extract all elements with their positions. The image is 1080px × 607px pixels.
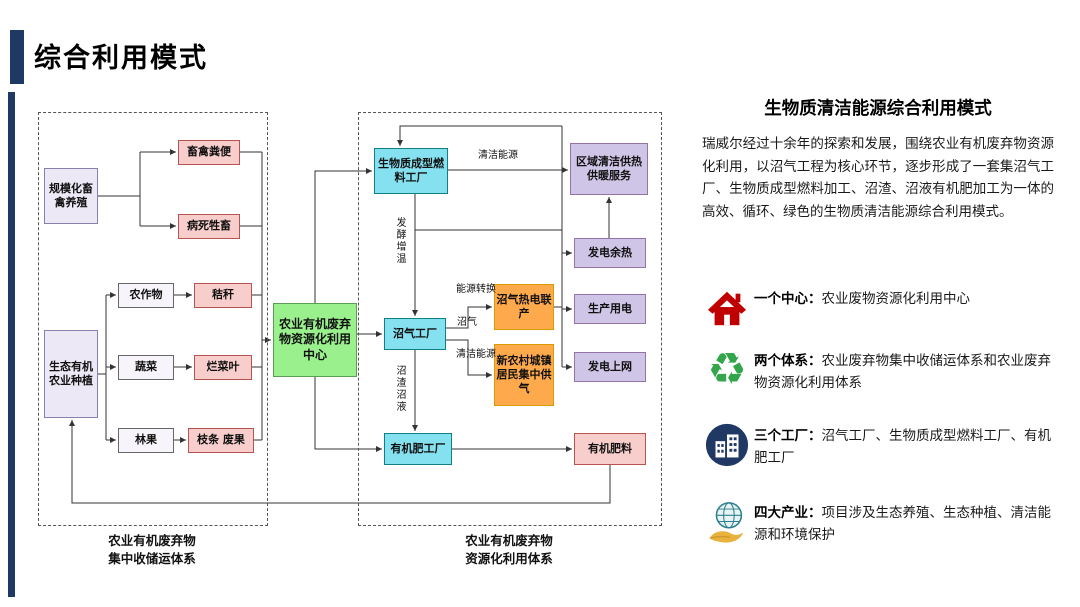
factory-icon: [700, 420, 754, 470]
node-biogas-factory: 沼气工厂: [384, 318, 446, 350]
bullet-body: 沼气工厂、生物质成型燃料工厂、有机肥工厂: [754, 428, 1051, 466]
node-organic-fertilizer: 有机肥料: [574, 433, 646, 465]
recycle-icon: ♻: [707, 344, 747, 395]
node-district-heating: 区域清洁供热供暖服务: [570, 143, 648, 195]
bullet-three-factories: 三个工厂：沼气工厂、生物质成型燃料工厂、有机肥工厂: [700, 420, 1056, 470]
bullet-two-systems: ♻ 两个体系：农业废弃物集中收储运体系和农业废弃物资源化利用体系: [700, 345, 1056, 395]
panel-title: 生物质清洁能源综合利用模式: [764, 99, 992, 119]
left-accent-strip: [8, 92, 15, 597]
bullet-text-block: 四大产业：项目涉及生态养殖、生态种植、清洁能源和环境保护: [754, 497, 1056, 546]
bullet-one-center: 一个中心：农业废物资源化利用中心: [700, 283, 1056, 333]
flow-label-clean-energy-top: 清洁能源: [478, 150, 518, 161]
info-panel: 生物质清洁能源综合利用模式 瑞威尔经过十余年的探索和发展，围绕农业有机废弃物资源…: [700, 95, 1056, 585]
node-grid-power: 发电上网: [574, 352, 646, 382]
node-rotten-leaves: 烂菜叶: [194, 355, 252, 380]
caption-collection-system: 农业有机废弃物 集中收储运体系: [108, 533, 196, 566]
bullet-lead: 一个中心：: [754, 291, 822, 307]
house-icon: [700, 283, 754, 333]
node-utilization-center: 农业有机废弃物资源化利用中心: [273, 303, 357, 377]
bullet-lead: 两个体系：: [754, 353, 822, 369]
flow-label-energy-conversion: 能源转换: [456, 284, 496, 295]
node-forest-fruit: 林果: [118, 428, 174, 453]
bullet-lead: 四大产业：: [754, 505, 822, 521]
bullet-four-industries: 四大产业：项目涉及生态养殖、生态种植、清洁能源和环境保护: [700, 497, 1056, 547]
node-branches-waste-fruit: 枝条 废果: [188, 428, 254, 453]
node-biogas-chp: 沼气热电联产: [494, 284, 554, 330]
node-rural-gas-supply: 新农村城镇居民集中供气: [494, 344, 554, 406]
page-title: 综合利用模式: [34, 43, 208, 74]
globe-hand-icon: [700, 497, 754, 547]
node-straw: 秸秆: [194, 283, 252, 308]
bullet-lead: 三个工厂：: [754, 428, 822, 444]
flow-label-biogas: 沼气: [457, 317, 477, 328]
bullet-text-block: 三个工厂：沼气工厂、生物质成型燃料工厂、有机肥工厂: [754, 420, 1056, 469]
flow-label-residue-slurry: 沼渣沼液: [394, 365, 405, 413]
collection-system-group: [38, 112, 268, 526]
panel-paragraph: 瑞威尔经过十余年的探索和发展，围绕农业有机废弃物资源化利用，以沼气工程为核心环节…: [702, 136, 1054, 221]
node-fertilizer-factory: 有机肥工厂: [384, 433, 452, 465]
bullet-text-block: 两个体系：农业废弃物集中收储运体系和农业废弃物资源化利用体系: [754, 345, 1056, 394]
bullet-body: 农业废弃物集中收储运体系和农业废弃物资源化利用体系: [754, 353, 1051, 391]
node-dead-livestock: 病死牲畜: [178, 214, 240, 239]
node-manure: 畜禽粪便: [178, 140, 240, 165]
title-accent-square: [10, 30, 24, 84]
node-livestock-farming: 规模化畜禽养殖: [44, 168, 98, 224]
flow-label-clean-energy-mid: 清洁能源: [456, 349, 496, 360]
utilization-system-group: [358, 112, 662, 526]
node-eco-farming: 生态有机农业种植: [44, 330, 98, 418]
flow-label-fermentation-heating: 发酵增温: [394, 217, 405, 265]
node-vegetables: 蔬菜: [118, 355, 174, 380]
node-production-power: 生产用电: [574, 294, 646, 324]
node-crops: 农作物: [118, 283, 174, 308]
caption-utilization-system: 农业有机废弃物 资源化利用体系: [465, 533, 553, 566]
bullet-text-block: 一个中心：农业废物资源化利用中心: [754, 283, 1056, 311]
bullet-body: 农业废物资源化利用中心: [821, 291, 971, 307]
bullet-body: 项目涉及生态养殖、生态种植、清洁能源和环境保护: [754, 505, 1051, 543]
node-power-waste-heat: 发电余热: [574, 238, 646, 268]
node-biomass-fuel-factory: 生物质成型燃料工厂: [374, 148, 448, 194]
